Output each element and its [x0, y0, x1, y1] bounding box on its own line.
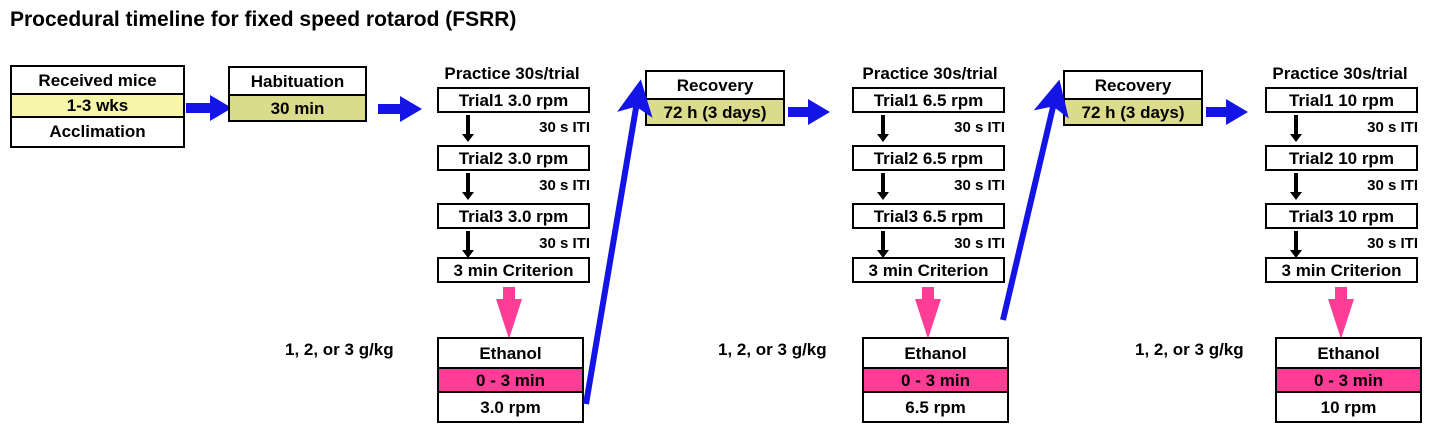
ethanol-box-3: Ethanol 0 - 3 min 10 rpm	[1275, 337, 1422, 423]
practice-2-trial2: Trial2 6.5 rpm	[852, 145, 1005, 171]
practice-1-dose-label: 1, 2, or 3 g/kg	[285, 340, 394, 359]
pink-arrow-practice-2-to-ethanol	[915, 287, 941, 342]
recovery-2-title: Recovery	[1065, 72, 1201, 98]
blue-arrow-received-to-habituation	[186, 95, 232, 121]
practice-1-arrow-trial2-trial3	[462, 173, 474, 201]
habituation-title: Habituation	[230, 68, 365, 94]
pink-arrow-practice-3-to-ethanol	[1328, 287, 1354, 342]
recovery-2-duration: 72 h (3 days)	[1065, 98, 1201, 124]
ethanol-2-title: Ethanol	[864, 339, 1007, 367]
ethanol-3-title: Ethanol	[1277, 339, 1420, 367]
practice-3-iti-2: 30 s ITI	[1367, 177, 1418, 194]
practice-3-arrow-trial1-trial2	[1290, 115, 1302, 143]
practice-1-iti-3: 30 s ITI	[539, 235, 590, 252]
ethanol-3-window: 0 - 3 min	[1277, 367, 1420, 393]
ethanol-1-title: Ethanol	[439, 339, 582, 367]
blue-arrow-recovery-2-to-practice-3	[1206, 99, 1250, 125]
practice-2-trial3: Trial3 6.5 rpm	[852, 203, 1005, 229]
blue-arrow-recovery-1-to-practice-2	[788, 99, 832, 125]
practice-1-iti-1: 30 s ITI	[539, 119, 590, 136]
ethanol-1-speed: 3.0 rpm	[439, 393, 582, 421]
practice-2-criterion: 3 min Criterion	[852, 257, 1005, 283]
practice-heading-1: Practice 30s/trial	[444, 64, 580, 83]
practice-3-criterion: 3 min Criterion	[1265, 257, 1418, 283]
practice-3-dose-label: 1, 2, or 3 g/kg	[1135, 340, 1244, 359]
practice-1-trial2: Trial2 3.0 rpm	[437, 145, 590, 171]
practice-3-iti-3: 30 s ITI	[1367, 235, 1418, 252]
habituation-duration: 30 min	[230, 94, 365, 120]
practice-1-iti-2: 30 s ITI	[539, 177, 590, 194]
practice-2-iti-2: 30 s ITI	[954, 177, 1005, 194]
practice-2-iti-3: 30 s ITI	[954, 235, 1005, 252]
page-title: Procedural timeline for fixed speed rota…	[10, 8, 517, 31]
recovery-box-2: Recovery 72 h (3 days)	[1063, 70, 1203, 126]
practice-heading-2: Practice 30s/trial	[862, 64, 998, 83]
practice-2-arrow-trial2-trial3	[877, 173, 889, 201]
received-mice-title: Received mice	[12, 67, 183, 93]
recovery-box-1: Recovery 72 h (3 days)	[645, 70, 785, 126]
practice-1-trial3: Trial3 3.0 rpm	[437, 203, 590, 229]
practice-2-iti-1: 30 s ITI	[954, 119, 1005, 136]
ethanol-box-2: Ethanol 0 - 3 min 6.5 rpm	[862, 337, 1009, 423]
pink-arrow-practice-1-to-ethanol	[496, 287, 522, 342]
practice-3-arrow-trial3-criterion	[1290, 231, 1302, 259]
diagonal-arrow-ethanol-2-to-recovery-2	[1000, 79, 1069, 321]
diagonal-arrow-ethanol-1-to-recovery-1	[583, 79, 653, 405]
practice-1-criterion: 3 min Criterion	[437, 257, 590, 283]
practice-2-dose-label: 1, 2, or 3 g/kg	[718, 340, 827, 359]
ethanol-3-speed: 10 rpm	[1277, 393, 1420, 421]
practice-1-arrow-trial1-trial2	[462, 115, 474, 143]
practice-heading-3: Practice 30s/trial	[1272, 64, 1408, 83]
practice-3-trial3: Trial3 10 rpm	[1265, 203, 1418, 229]
ethanol-box-1: Ethanol 0 - 3 min 3.0 rpm	[437, 337, 584, 423]
practice-2-arrow-trial3-criterion	[877, 231, 889, 259]
received-mice-acclimation: Acclimation	[12, 118, 183, 144]
received-mice-box: Received mice 1-3 wks Acclimation	[10, 65, 185, 148]
practice-3-trial2: Trial2 10 rpm	[1265, 145, 1418, 171]
blue-arrow-habituation-to-practice-1	[378, 96, 422, 122]
ethanol-2-speed: 6.5 rpm	[864, 393, 1007, 421]
practice-1-trial1: Trial1 3.0 rpm	[437, 87, 590, 113]
ethanol-2-window: 0 - 3 min	[864, 367, 1007, 393]
practice-3-trial1: Trial1 10 rpm	[1265, 87, 1418, 113]
habituation-box: Habituation 30 min	[228, 66, 367, 122]
ethanol-1-window: 0 - 3 min	[439, 367, 582, 393]
recovery-1-duration: 72 h (3 days)	[647, 98, 783, 124]
recovery-1-title: Recovery	[647, 72, 783, 98]
practice-2-arrow-trial1-trial2	[877, 115, 889, 143]
practice-2-trial1: Trial1 6.5 rpm	[852, 87, 1005, 113]
practice-1-arrow-trial3-criterion	[462, 231, 474, 259]
received-mice-duration: 1-3 wks	[12, 93, 183, 118]
practice-3-arrow-trial2-trial3	[1290, 173, 1302, 201]
practice-3-iti-1: 30 s ITI	[1367, 119, 1418, 136]
